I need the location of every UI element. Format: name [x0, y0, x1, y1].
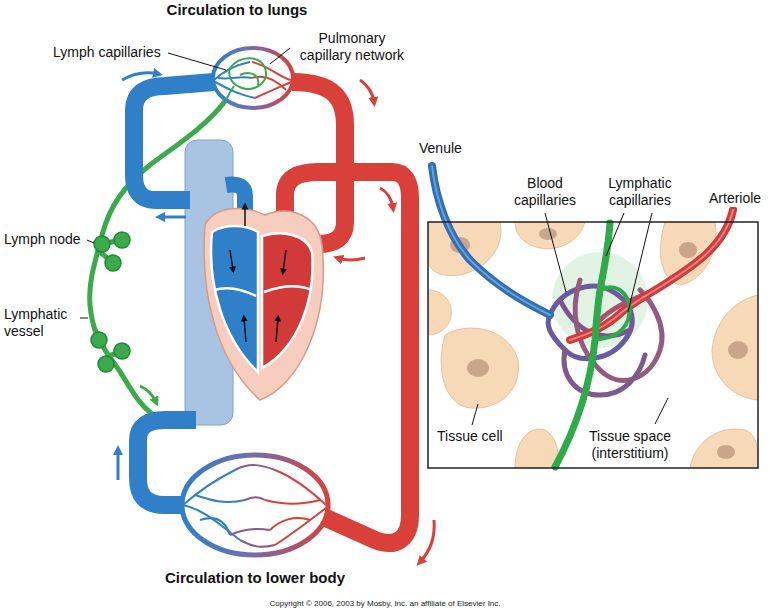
flow-arrow — [140, 386, 156, 402]
flow-arrow — [230, 206, 286, 342]
blood-capillary — [548, 286, 632, 359]
systemic-capillary-network — [265, 500, 320, 504]
pulmonary-capillary-network — [218, 77, 252, 78]
heart — [211, 226, 258, 372]
leader-line — [80, 48, 668, 425]
heart — [214, 288, 256, 296]
vein-tube — [134, 82, 214, 200]
flow-arrow — [276, 318, 278, 342]
callout-label: Arteriole — [708, 190, 762, 207]
heart — [264, 286, 312, 292]
leader-line — [80, 318, 88, 319]
heart — [262, 233, 313, 368]
pulmonary-capillary-network — [213, 48, 293, 108]
pulmonary-capillary-network — [226, 86, 234, 100]
tissue-cell — [428, 222, 758, 468]
systemic-capillary-network — [200, 518, 230, 535]
systemic-capillary-network — [270, 518, 310, 530]
callout-label: Lymph node — [3, 231, 82, 248]
heart — [204, 208, 323, 400]
flow-arrow — [160, 216, 186, 219]
pulmonary-capillary-network — [214, 58, 291, 100]
section-heading: Circulation to lower body — [164, 569, 346, 587]
pulmonary-capillary-network — [229, 58, 266, 89]
flow-arrow — [283, 250, 286, 272]
flow-arrow — [360, 80, 374, 102]
tissue-cell — [450, 228, 748, 459]
tissue-cell — [515, 222, 585, 249]
tissue-cell — [690, 429, 758, 468]
flow-arrow — [244, 206, 246, 226]
flow-arrow — [117, 450, 120, 480]
callout-label: Tissue cell — [436, 428, 504, 445]
lymph-node — [91, 232, 130, 372]
systemic-capillary-network — [240, 540, 275, 547]
leader-line — [545, 213, 566, 292]
systemic-capillary-network — [183, 465, 326, 547]
lymph-node — [114, 343, 130, 359]
callout-label: Venule — [418, 140, 463, 157]
tissue-cell — [441, 328, 518, 408]
tissue-cell — [515, 429, 558, 468]
tissue-cell — [539, 228, 557, 240]
systemic-capillary-network — [245, 497, 265, 500]
leader-line — [655, 398, 668, 424]
flow-arrow — [380, 188, 393, 208]
flow-arrow — [338, 258, 365, 260]
flow-arrow — [244, 318, 246, 342]
callout-label: Tissue space (interstitium) — [583, 428, 678, 462]
leader-line — [168, 53, 226, 70]
pulmonary-capillary-network — [213, 48, 293, 108]
lymph-node — [98, 356, 114, 372]
flow-arrow — [118, 73, 434, 562]
systemic-capillary-network — [182, 455, 328, 555]
lymphatic-capillary — [595, 287, 630, 340]
flow-arrow — [122, 73, 158, 80]
section-heading: Circulation to lungs — [166, 1, 309, 19]
callout-label: Blood capillaries — [505, 175, 585, 209]
systemic-capillary-network — [195, 495, 245, 502]
leader-line — [606, 213, 624, 256]
tissue-cell — [717, 445, 735, 459]
tissue-cell — [428, 290, 451, 335]
pulmonary-capillary-network — [240, 73, 258, 85]
systemic-capillary-network — [275, 508, 326, 545]
lymph-node — [105, 255, 121, 271]
blood-capillary — [564, 350, 645, 395]
tissue-inset — [428, 222, 758, 468]
systemic-capillary-network — [230, 529, 270, 535]
tissue-cell — [679, 242, 697, 258]
lymph-node — [91, 332, 107, 348]
tissue-cell — [467, 359, 489, 377]
copyright-note: Copyright © 2006, 2003 by Mosby, Inc. an… — [268, 599, 501, 609]
tissue-inset — [428, 222, 758, 468]
callout-label: Lymphatic capillaries — [600, 175, 680, 209]
tissue-cell — [728, 341, 748, 359]
heart — [204, 208, 323, 400]
callout-label: Lymph capillaries — [52, 44, 162, 61]
flow-arrow — [230, 250, 233, 270]
leader-line — [270, 48, 290, 64]
tissue-inset — [428, 166, 758, 468]
leader-line — [472, 404, 478, 425]
leader-line — [87, 240, 94, 243]
leader-line — [628, 213, 652, 312]
systemic-capillary-network — [182, 455, 328, 555]
callout-label: Pulmonary capillary network — [294, 30, 410, 64]
tissue-cell — [712, 295, 758, 400]
tissue-cell — [428, 222, 758, 468]
lymph-node — [114, 232, 130, 248]
systemic-capillary-network — [235, 465, 275, 470]
flow-arrow — [420, 520, 434, 562]
lymph-node — [94, 236, 110, 252]
callout-label: Lymphatic vessel — [3, 306, 77, 340]
